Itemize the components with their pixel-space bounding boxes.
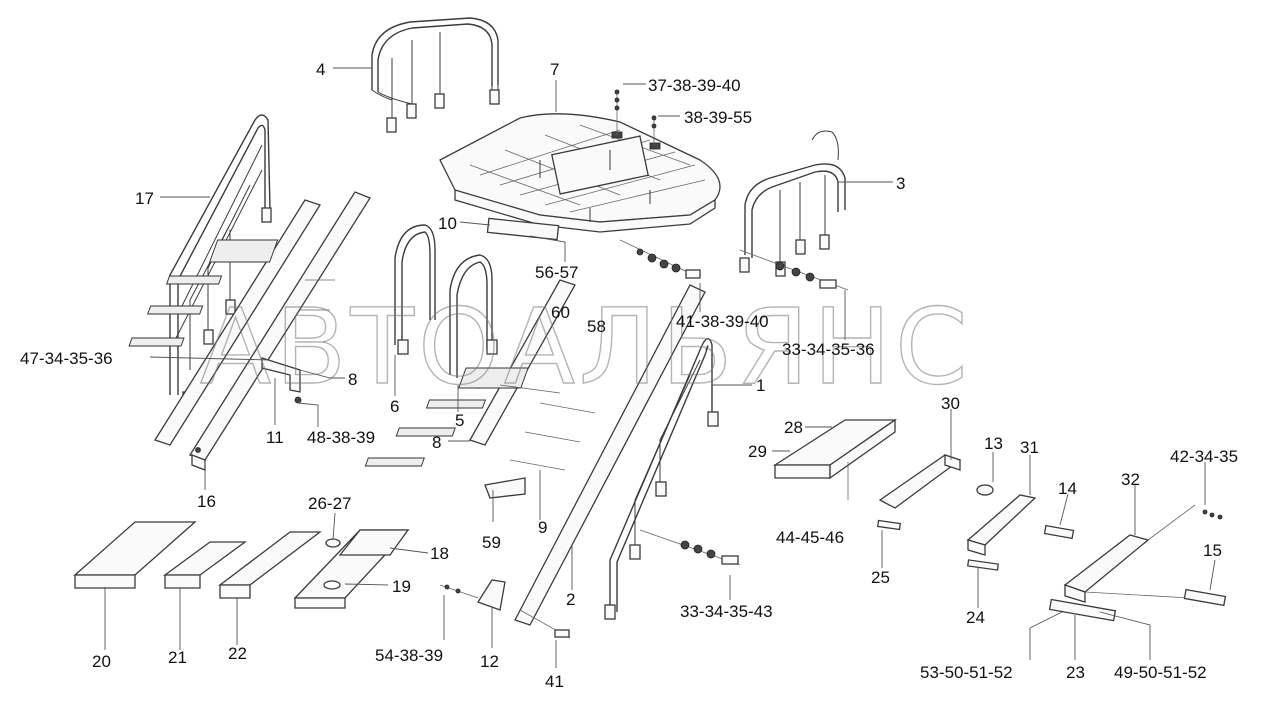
plate-31 [966,494,1075,571]
callout-11: 11 [266,428,284,447]
callout-42-34-35: 42-34-35 [1170,447,1238,466]
handrail-1 [604,337,719,620]
callout-33-34-35-43: 33-34-35-43 [680,602,773,621]
callout-3: 3 [896,174,905,193]
callout-16: 16 [197,492,216,511]
callout-38-39-55: 38-39-55 [684,108,752,127]
callout-59: 59 [482,533,501,552]
callout-18: 18 [430,544,449,563]
callout-24: 24 [966,608,985,627]
callout-26-27: 26-27 [308,494,351,513]
callout-30: 30 [941,394,960,413]
callout-60: 60 [551,303,570,322]
bolt-stack-lower [519,529,741,639]
callout-21: 21 [168,648,187,667]
callout-12: 12 [480,652,499,671]
ladder-center [364,279,706,626]
callout-1: 1 [756,376,765,395]
callout-53-50-51-52: 53-50-51-52 [920,663,1013,682]
callout-13: 13 [984,434,1003,453]
callout-23: 23 [1066,663,1085,682]
watermark-text: АВТОАЛЬЯНС [200,286,972,408]
callout-41-38-39-40: 41-38-39-40 [676,312,769,331]
callout-6: 6 [390,397,399,416]
callout-8-upper: 8 [348,370,357,389]
handrail-6 [394,224,436,355]
handrail-3 [739,130,846,277]
callout-9: 9 [538,518,547,537]
bolt-stack-upper [614,89,849,291]
callout-2: 2 [566,590,575,609]
callout-33-34-35-36-upper: 33-34-35-36 [782,340,875,359]
callout-10: 10 [438,214,457,233]
callout-41: 41 [545,672,564,691]
callout-58: 58 [587,317,606,336]
callout-31: 31 [1020,438,1039,457]
callout-48-38-39: 48-38-39 [307,428,375,447]
plate-30 [876,454,994,531]
bracket-12 [439,579,506,611]
step-plates-lower-left [73,521,410,609]
callout-15: 15 [1203,541,1222,560]
leader-lines [104,67,1216,668]
callout-8-lower: 8 [432,433,441,452]
plate-10 [486,217,560,241]
callout-49-50-51-52: 49-50-51-52 [1114,663,1207,682]
beam-28-29 [772,418,898,500]
callout-29: 29 [748,442,767,461]
ladder-left [128,191,371,471]
callout-22: 22 [228,644,247,663]
callout-47-34-35-36: 47-34-35-36 [20,349,113,368]
callout-14: 14 [1058,479,1077,498]
callout-25: 25 [871,568,890,587]
callout-17: 17 [135,189,154,208]
callout-labels: 4 7 37-38-39-40 38-39-55 3 17 10 56-57 6… [20,60,1238,691]
callout-20: 20 [92,652,111,671]
callout-7: 7 [550,60,559,79]
callout-54-38-39: 54-38-39 [375,646,443,665]
handrail-4 [371,17,500,133]
callout-19: 19 [392,577,411,596]
callout-4: 4 [316,60,325,79]
callout-44-45-46: 44-45-46 [776,528,844,547]
callout-56-57: 56-57 [535,263,578,282]
top-platform [439,113,721,233]
callout-32: 32 [1121,470,1140,489]
callout-5: 5 [455,411,464,430]
callout-37-38-39-40: 37-38-39-40 [648,76,741,95]
plate-32 [1048,504,1227,622]
callout-28: 28 [784,418,803,437]
